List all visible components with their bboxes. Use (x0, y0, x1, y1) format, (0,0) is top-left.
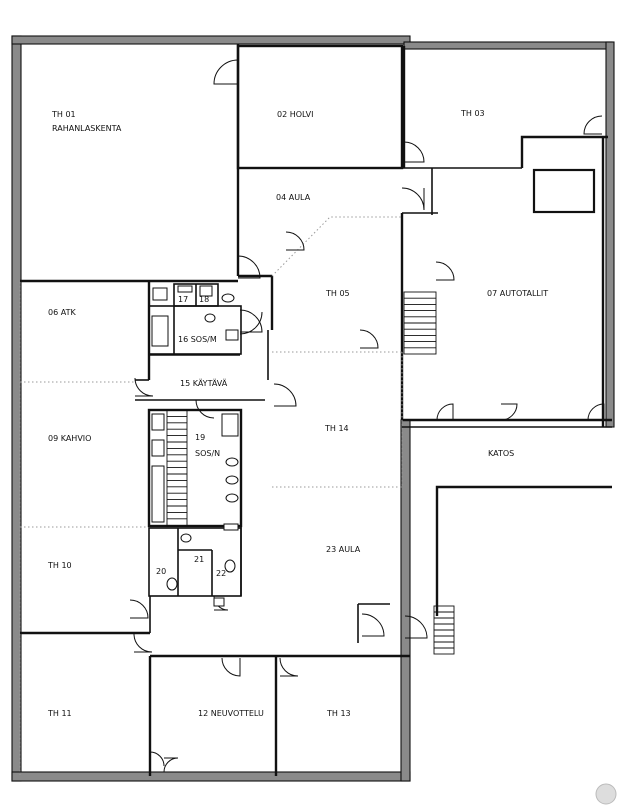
label-th05: TH 05 (325, 289, 350, 298)
wall-top-left (11, 35, 411, 45)
label-23-aula: 23 AULA (326, 545, 361, 554)
exterior-walls (11, 35, 615, 782)
label-18: 18 (199, 295, 209, 304)
open-plan-dividers (19, 216, 403, 775)
label-09-kahvio: 09 KAHVIO (48, 434, 91, 443)
interior-walls (20, 44, 612, 776)
label-12-neuvottelu: 12 NEUVOTTELU (198, 709, 264, 718)
label-th14: TH 14 (324, 424, 349, 433)
label-07-autotallit: 07 AUTOTALLIT (487, 289, 548, 298)
label-th11: TH 11 (47, 709, 72, 718)
label-06-atk: 06 ATK (48, 308, 76, 317)
room-labels: TH 01 RAHANLASKENTA 02 HOLVI TH 03 04 AU… (47, 109, 548, 718)
label-17: 17 (178, 295, 188, 304)
label-19: 19 (195, 433, 205, 442)
staircase (166, 291, 437, 527)
label-04-aula: 04 AULA (276, 193, 311, 202)
label-katos: KATOS (488, 449, 514, 458)
label-16-sos-m: 16 SOS/M (178, 335, 217, 344)
label-20: 20 (156, 567, 166, 576)
skylight-opening (532, 168, 596, 214)
doors (129, 59, 605, 773)
sanitary-fixtures (151, 285, 239, 607)
label-th03: TH 03 (460, 109, 485, 118)
wall-right-lower (400, 419, 411, 782)
wall-right-upper (605, 41, 615, 428)
wall-top-right (403, 41, 613, 50)
corner-mark (595, 783, 617, 805)
label-th01-rahanlaskenta: RAHANLASKENTA (52, 124, 122, 133)
label-th13: TH 13 (326, 709, 351, 718)
label-19-sos-n: SOS/N (195, 449, 220, 458)
label-th01: TH 01 (51, 110, 76, 119)
label-21: 21 (194, 555, 204, 564)
wall-bottom (11, 771, 411, 782)
label-th10: TH 10 (47, 561, 72, 570)
wall-left (11, 35, 22, 782)
label-02-holvi: 02 HOLVI (277, 110, 313, 119)
label-15-kaytava: 15 KÄYTÄVÄ (180, 378, 228, 388)
label-22: 22 (216, 569, 226, 578)
entrance-steps (433, 605, 455, 655)
